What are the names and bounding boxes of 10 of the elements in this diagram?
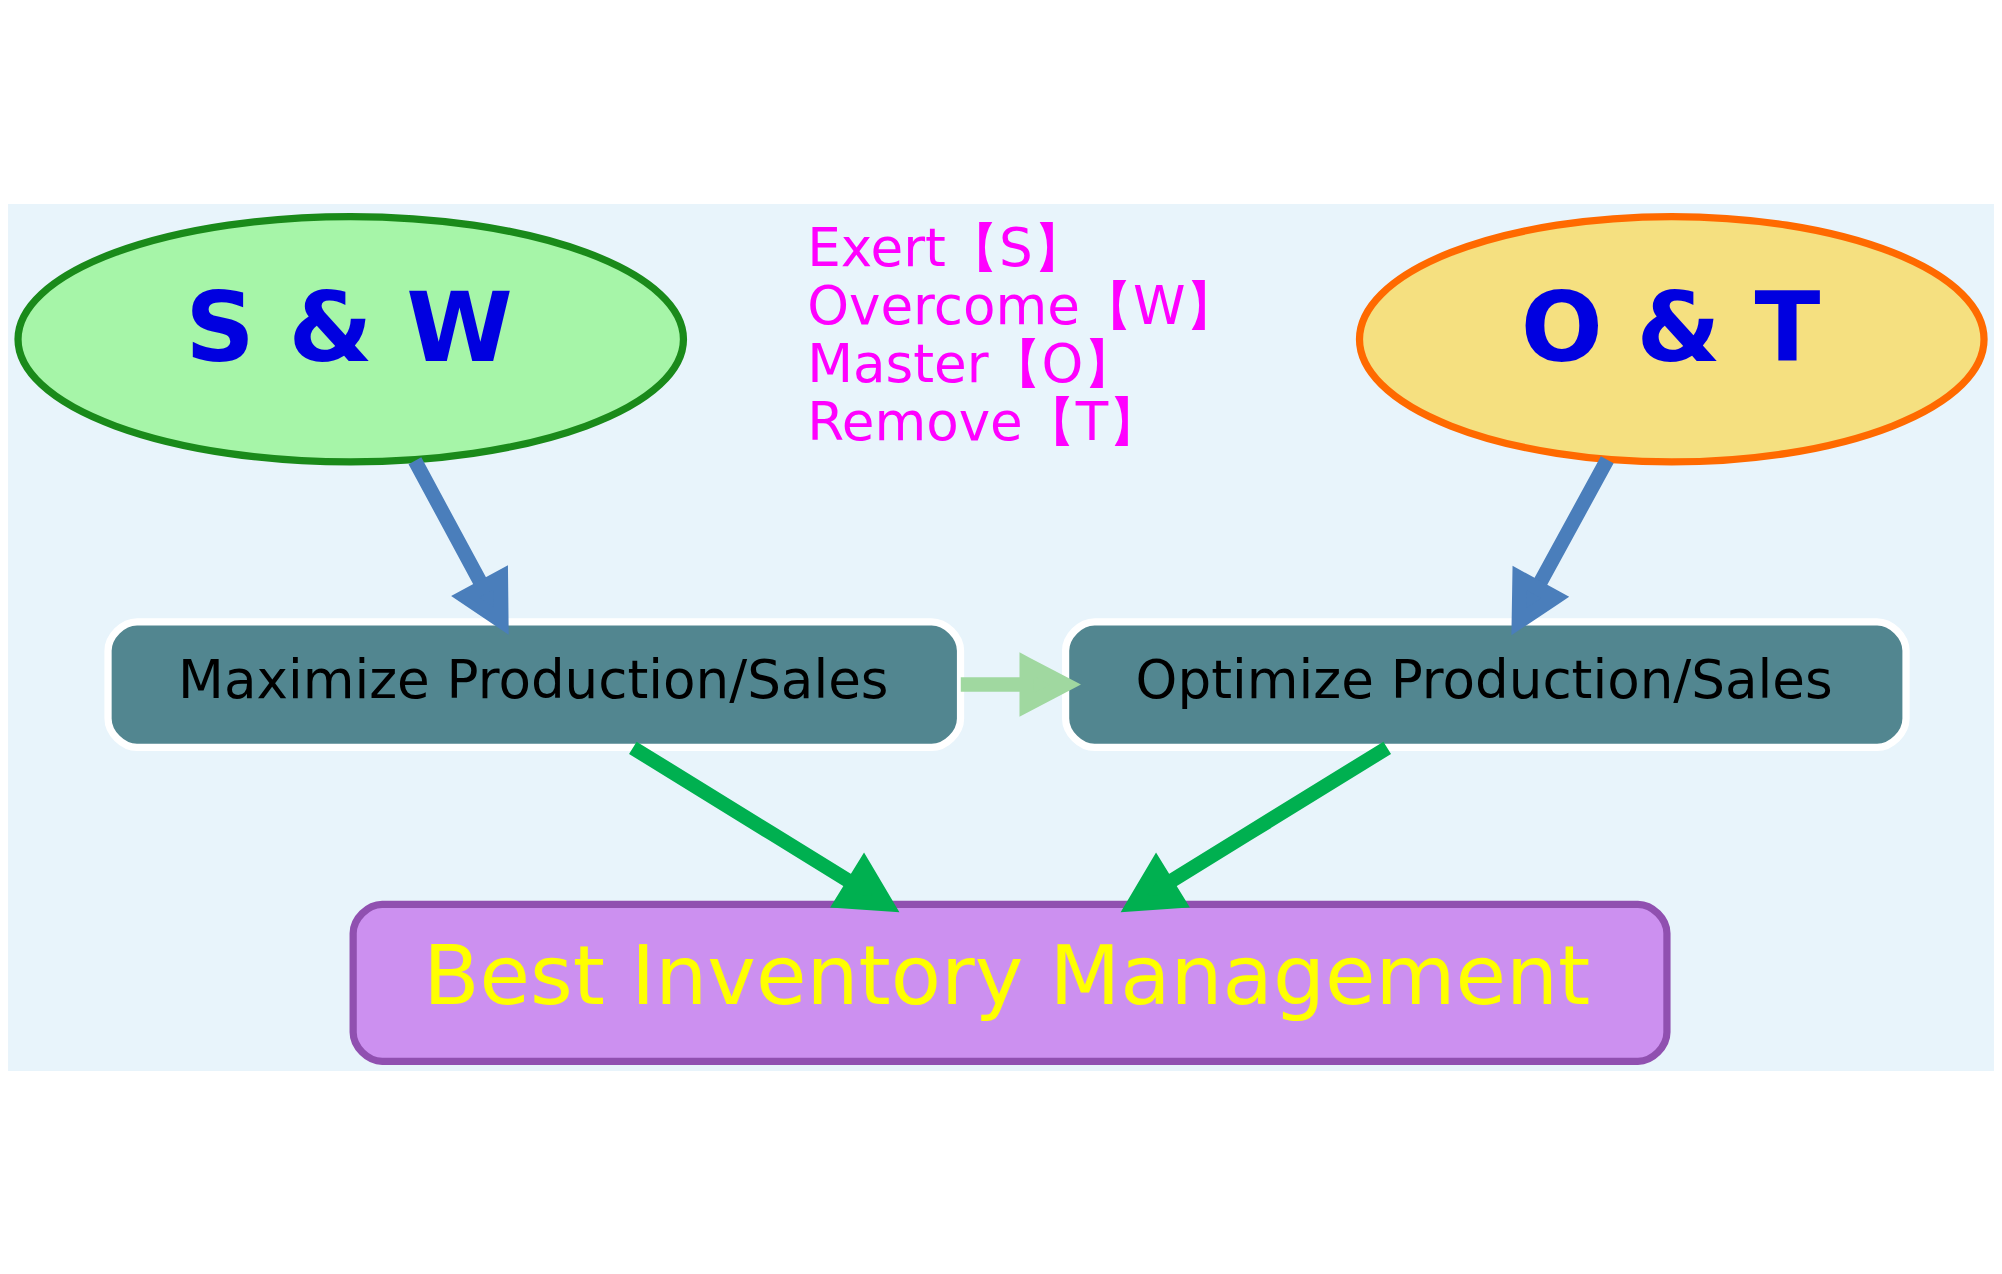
arrow: [1511, 455, 1614, 635]
arrow: [960, 651, 1081, 717]
node-box: Best Inventory Management: [349, 900, 1671, 1065]
node-ellipse: S & W: [14, 212, 688, 466]
arrow: [629, 741, 900, 912]
arrow: [408, 456, 509, 635]
node-box: Maximize Production/Sales: [104, 617, 965, 751]
node-box: Optimize Production/Sales: [1061, 617, 1910, 751]
arrow: [1120, 741, 1392, 912]
node-ellipse: O & T: [1355, 212, 1988, 466]
